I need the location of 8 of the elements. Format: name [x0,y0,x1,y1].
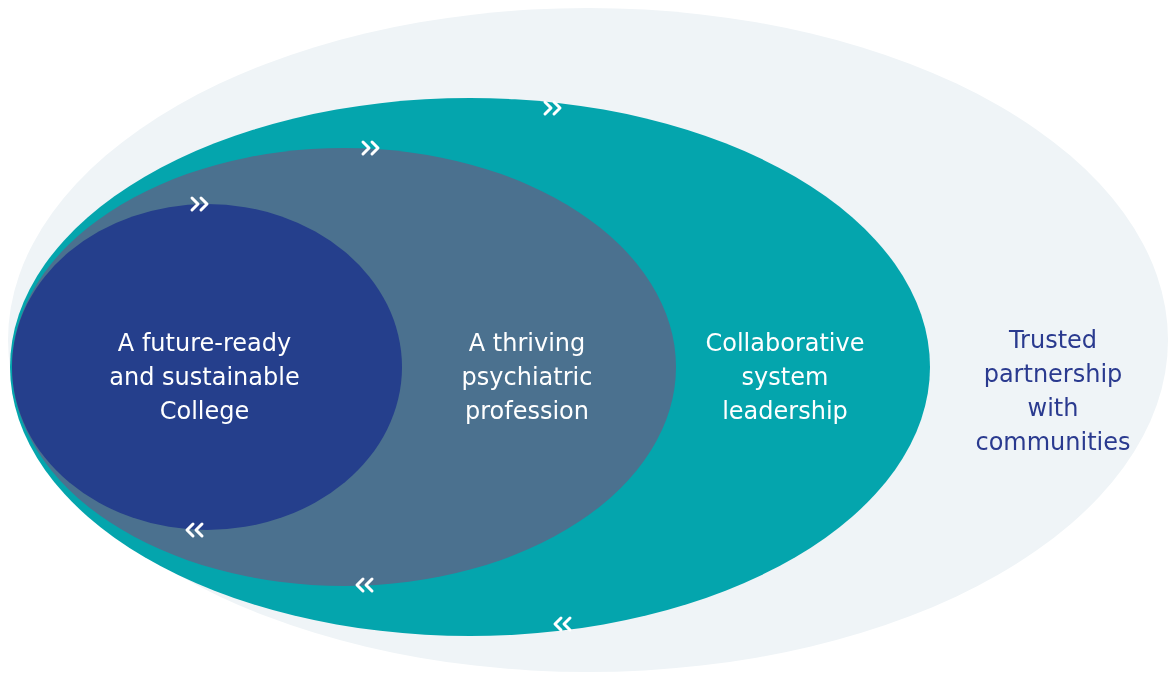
ellipse-region [8,8,1168,672]
ellipse-region [12,204,402,530]
node-label: Collaborative system leadership [704,328,866,427]
node-label: A future-ready and sustainable College [108,328,301,427]
node-label: A thriving psychiatric profession [460,328,594,427]
node-label: Trusted partnership with communities [974,325,1132,458]
ellipse-region [12,148,676,586]
ellipse-region [10,98,930,636]
